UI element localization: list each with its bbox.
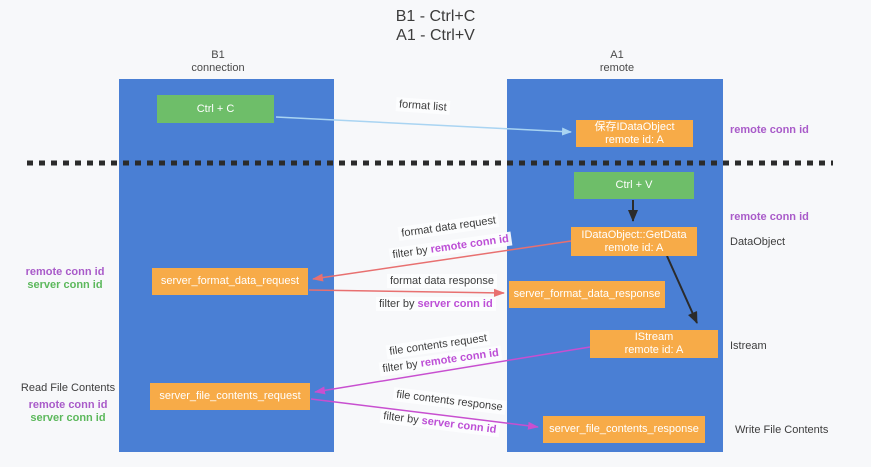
arrow-format-list [275,116,572,136]
node-idataobject-getdata-line1: IDataObject::GetData [581,228,687,241]
annotation-istream: Istream [730,340,767,352]
node-save-idataobject-line2: remote id: A [605,133,664,146]
arrow-file-contents-request [314,346,591,395]
annotation-write-file-contents: Write File Contents [735,424,829,436]
node-save-idataobject: 保存IDataObject remote id: A [576,120,693,147]
lane-b1-name: B1 [211,49,225,61]
edge-label-format-data-response-text: format data response [390,275,494,287]
node-idataobject-getdata-line2: remote id: A [604,241,664,254]
diagram-title: B1 - Ctrl+C A1 - Ctrl+V [0,7,871,45]
node-server-file-contents-request: server_file_contents_request [150,383,310,410]
node-server-file-contents-response: server_file_contents_response [543,416,705,443]
node-server-format-data-request-label: server_format_data_request [160,275,300,287]
node-idataobject-getdata: IDataObject::GetData remote id: A [571,227,697,256]
filter-by-prefix: filter by [379,298,418,310]
arrow-file-contents-response [310,398,539,430]
node-server-format-data-request: server_format_data_request [152,268,308,295]
node-server-format-data-response-label: server_format_data_response [513,288,661,300]
node-server-format-data-response: server_format_data_response [509,281,665,308]
lane-a1-name: A1 [610,49,624,61]
title-line-2: A1 - Ctrl+V [396,27,475,44]
annotation-left-server-conn-id: server conn id [27,279,103,291]
annotation-read-file-contents: Read File Contents [20,382,116,394]
annotation-left-remote-conn-id: remote conn id [25,266,105,278]
lane-header-a1: A1 remote [557,49,677,75]
arrow-format-data-request [312,240,572,282]
arrow-format-data-response [308,288,505,297]
lane-a1-subtitle: remote [599,62,635,74]
node-istream-line2: remote id: A [624,344,684,356]
title-line-1: B1 - Ctrl+C [395,8,476,25]
lane-header-b1: B1 connection [158,49,278,75]
filter-server-conn-id: server conn id [417,298,493,310]
edge-label-filter-format-response: filter by server conn id [376,297,496,311]
node-server-file-contents-request-label: server_file_contents_request [159,390,301,402]
arrow-getdata-to-istream [666,255,698,324]
node-ctrl-c-label: Ctrl + C [196,102,235,115]
lane-b1-subtitle: connection [191,62,245,74]
node-ctrl-v-label: Ctrl + V [615,179,653,191]
annotation-left-conn-ids: remote conn id server conn id [22,266,108,292]
annotation-remote-conn-id-top: remote conn id [730,124,809,136]
node-save-idataobject-line1: 保存IDataObject [594,120,675,133]
node-server-file-contents-response-label: server_file_contents_response [549,423,699,435]
node-ctrl-v: Ctrl + V [574,172,694,199]
annotation-remote-conn-id-mid: remote conn id [730,211,809,223]
node-ctrl-c: Ctrl + C [157,95,274,123]
node-istream-line1: IStream [634,331,674,343]
annotation-left2-server-conn-id: server conn id [30,412,106,424]
edge-label-format-list-text: format list [398,98,448,114]
annotation-read-file-contents-group: Read File Contents remote conn id server… [18,382,118,425]
node-istream: IStream remote id: A [590,330,718,358]
annotation-dataobject: DataObject [730,236,786,248]
edge-label-format-data-response: format data response [387,274,497,288]
annotation-left2-remote-conn-id: remote conn id [28,399,108,411]
